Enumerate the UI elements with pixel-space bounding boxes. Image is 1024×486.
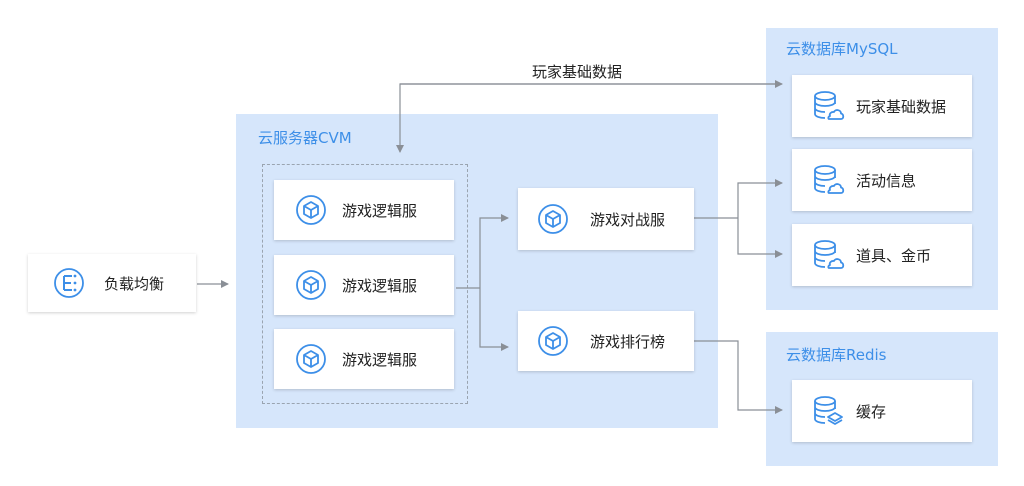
edge-ranking-to-cache xyxy=(694,340,783,414)
player-data-card[interactable]: 玩家基础数据 xyxy=(792,75,972,137)
items-gold-card[interactable]: 道具、金币 xyxy=(792,224,972,286)
logic-server-label-3: 游戏逻辑服 xyxy=(342,351,418,369)
battle-server-card[interactable]: 游戏对战服 xyxy=(518,188,694,250)
logic-server-card-3[interactable]: 游戏逻辑服 xyxy=(274,329,454,389)
player-data-label: 玩家基础数据 xyxy=(856,98,947,116)
database-cloud-icon xyxy=(814,165,845,194)
cache-layers-icon xyxy=(814,396,843,425)
cube-server-icon xyxy=(538,326,568,356)
items-gold-label: 道具、金币 xyxy=(856,247,932,265)
logic-server-label-1: 游戏逻辑服 xyxy=(342,202,418,220)
redis-region-title: 云数据库Redis xyxy=(786,346,887,364)
load-balancer-label: 负载均衡 xyxy=(104,275,165,293)
cvm-region-title: 云服务器CVM xyxy=(258,129,352,147)
ranking-server-card[interactable]: 游戏排行榜 xyxy=(518,311,694,371)
edge-battle-to-activity xyxy=(737,179,783,218)
cube-server-icon xyxy=(296,344,326,374)
logic-server-card-1[interactable]: 游戏逻辑服 xyxy=(274,180,454,240)
database-cloud-icon xyxy=(814,91,845,120)
activity-info-label: 活动信息 xyxy=(856,172,917,190)
edge-battle-to-items xyxy=(737,218,783,258)
activity-info-card[interactable]: 活动信息 xyxy=(792,149,972,211)
battle-server-label: 游戏对战服 xyxy=(590,211,666,229)
mysql-region-title: 云数据库MySQL xyxy=(786,40,898,58)
cache-label: 缓存 xyxy=(856,403,887,421)
cache-card[interactable]: 缓存 xyxy=(792,380,972,442)
cube-server-icon xyxy=(538,204,568,234)
cube-server-icon xyxy=(296,195,326,225)
database-cloud-icon xyxy=(814,240,845,269)
load-balancer-icon xyxy=(54,268,84,298)
load-balancer-node[interactable]: 负载均衡 xyxy=(28,254,196,312)
cube-server-icon xyxy=(296,270,326,300)
ranking-server-label: 游戏排行榜 xyxy=(590,333,666,351)
logic-server-group xyxy=(262,164,468,404)
logic-server-card-2[interactable]: 游戏逻辑服 xyxy=(274,255,454,315)
edge-label-player-data: 玩家基础数据 xyxy=(532,63,623,81)
logic-server-label-2: 游戏逻辑服 xyxy=(342,277,418,295)
edge-logic-to-ranking xyxy=(479,288,509,351)
edge-player-data-to-cvm xyxy=(396,83,780,153)
edge-logic-to-battle xyxy=(479,214,509,288)
